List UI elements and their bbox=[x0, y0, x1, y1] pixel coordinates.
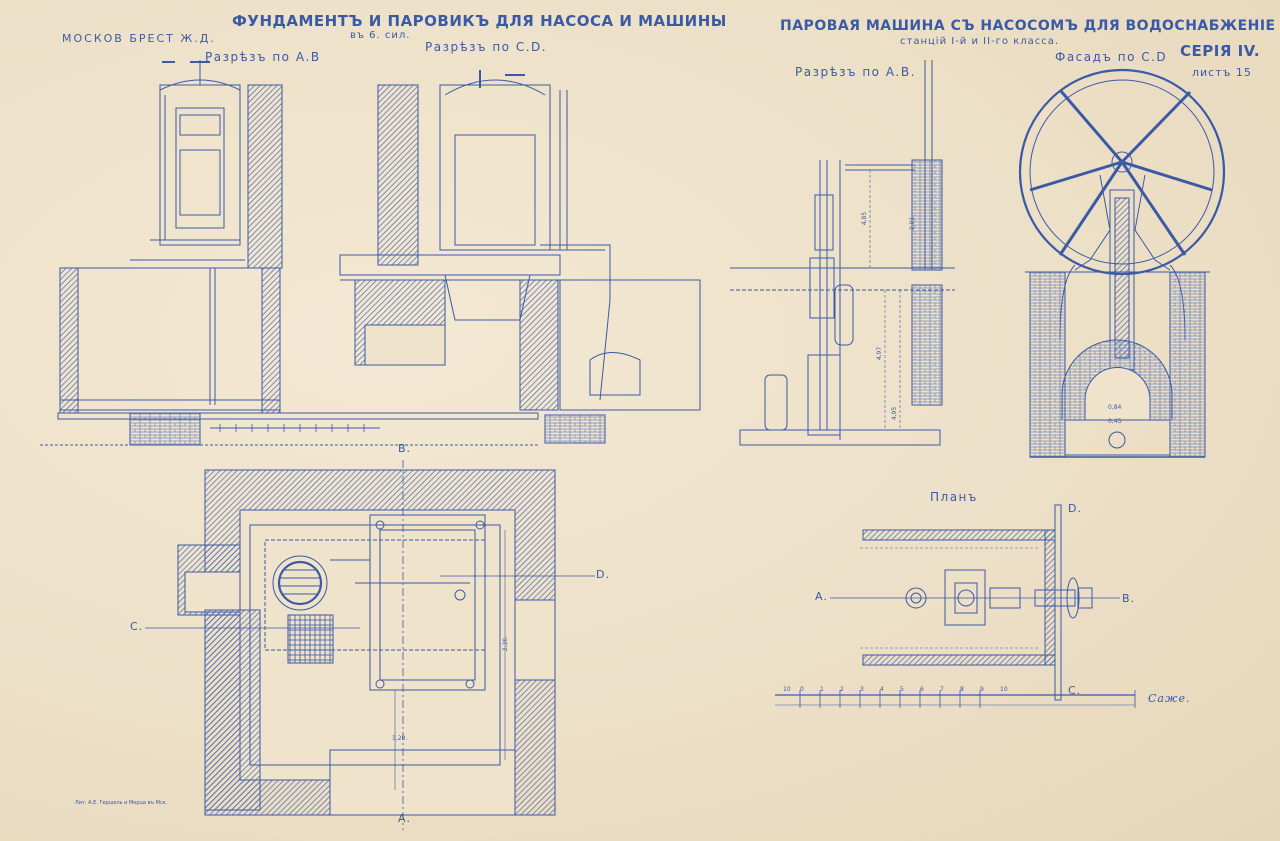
dimension-4-97: 4,97 bbox=[876, 346, 884, 361]
dimension-4-85: 4,85 bbox=[861, 211, 869, 226]
dimension-2-01: 2,01 bbox=[909, 216, 917, 231]
view-label-right-facade: Фасадъ по С.D bbox=[1055, 50, 1168, 64]
scale-tick: 0 bbox=[800, 686, 804, 693]
dimension-4-95: 4,95 bbox=[891, 406, 899, 421]
scale-tick: 1 bbox=[820, 686, 824, 693]
dimension-0-84: 0,84 bbox=[1108, 404, 1122, 411]
sheet-number: листъ 15 bbox=[1192, 66, 1252, 79]
series-label: СЕРІЯ IV. bbox=[1180, 42, 1261, 60]
right-plan bbox=[775, 504, 1136, 708]
marker-rplan-left: А. bbox=[815, 590, 829, 603]
right-subtitle: станцій I-й и II-го класса. bbox=[900, 36, 1060, 47]
railway-label: МОСКОВ БРЕСТ Ж.Д. bbox=[62, 32, 216, 45]
view-label-right-ab: Разрѣзъ по А.В. bbox=[795, 65, 916, 79]
left-title: ФУНДАМЕНТЪ И ПАРОВИКЪ ДЛЯ НАСОСА И МАШИН… bbox=[232, 12, 727, 30]
left-subtitle: въ 6. сил. bbox=[350, 30, 411, 41]
marker-plan-top: В. bbox=[398, 442, 412, 455]
scale-tick: 4 bbox=[880, 686, 884, 693]
right-facade-cd bbox=[1018, 68, 1226, 458]
scale-tick: 5 bbox=[900, 686, 904, 693]
marker-rplan-right: В. bbox=[1122, 592, 1136, 605]
marker-plan-right: D. bbox=[596, 568, 610, 581]
marker-rplan-top: D. bbox=[1068, 502, 1082, 515]
right-section-ab bbox=[730, 60, 955, 446]
left-plan bbox=[145, 460, 595, 830]
scale-tick: 2 bbox=[840, 686, 844, 693]
scale-tick: 10 bbox=[1000, 686, 1008, 693]
dimension-3-20: 3,20. bbox=[392, 735, 408, 742]
marker-rplan-bottom: С. bbox=[1068, 684, 1082, 697]
view-label-left-ab: Разрѣзъ по А.В bbox=[205, 50, 321, 64]
lithograph-imprint: Лит. А.Е. Гершель и Мерца въ Мск. bbox=[75, 800, 168, 806]
left-section-cd bbox=[339, 70, 701, 444]
view-label-left-cd: Разрѣзъ по С.D. bbox=[425, 40, 548, 54]
scale-tick: 9 bbox=[980, 686, 984, 693]
view-label-right-plan: Планъ bbox=[930, 490, 978, 504]
scale-tick: 10 bbox=[783, 686, 791, 693]
dimension-2-20: 2,20. bbox=[502, 635, 510, 652]
marker-plan-left: С. bbox=[130, 620, 144, 633]
scale-unit-label: Саже. bbox=[1148, 692, 1191, 705]
marker-plan-bottom: А. bbox=[398, 812, 412, 825]
scale-tick: 3 bbox=[860, 686, 864, 693]
scale-tick: 7 bbox=[940, 686, 944, 693]
right-title: ПАРОВАЯ МАШИНА СЪ НАСОСОМЪ ДЛЯ ВОДОСНАБЖ… bbox=[780, 18, 1276, 34]
scale-tick: 8 bbox=[960, 686, 964, 693]
dimension-0-45: 0,45 bbox=[1108, 418, 1122, 425]
left-section-ab bbox=[40, 60, 540, 446]
scale-tick: 6 bbox=[920, 686, 924, 693]
